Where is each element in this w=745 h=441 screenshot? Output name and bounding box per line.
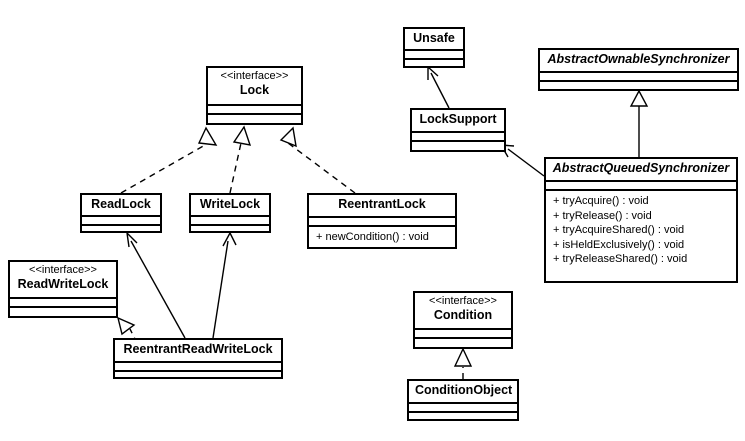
- class-operations-abstract-ownable-synchronizer: [540, 80, 737, 90]
- class-name-abstract-queued-synchronizer: AbstractQueuedSynchronizer: [552, 161, 730, 175]
- class-box-lock-support[interactable]: LockSupport: [410, 108, 506, 152]
- edge-rrwl-uses-readlock: [126, 232, 186, 339]
- operation-item: + newCondition() : void: [316, 231, 429, 243]
- class-attributes-reentrant-lock: [309, 216, 455, 225]
- class-attributes-write-lock: [191, 215, 269, 224]
- edge-aqs-uses-locksupport: [500, 144, 545, 177]
- operation-item: + isHeldExclusively() : void: [553, 238, 685, 251]
- edge-rrwl-uses-writelock: [212, 232, 237, 339]
- class-operations-lock: [208, 113, 301, 123]
- class-box-reentrant-read-write-lock[interactable]: ReentrantReadWriteLock: [113, 338, 283, 379]
- edge-conditionobject-implements-condition: [453, 347, 473, 379]
- class-box-abstract-ownable-synchronizer[interactable]: AbstractOwnableSynchronizer: [538, 48, 739, 91]
- class-box-condition-object[interactable]: ConditionObject: [407, 379, 519, 421]
- class-header-reentrant-lock: ReentrantLock: [309, 195, 455, 216]
- class-header-lock: <<interface>> Lock: [208, 68, 301, 104]
- class-header-condition-object: ConditionObject: [409, 381, 517, 402]
- class-name-read-lock: ReadLock: [91, 197, 151, 211]
- class-attributes-unsafe: [405, 49, 463, 58]
- operation-item: + tryAcquire() : void: [553, 195, 649, 207]
- class-box-unsafe[interactable]: Unsafe: [403, 27, 465, 68]
- edge-readlock-implements-lock: [120, 126, 218, 194]
- class-name-lock: Lock: [239, 83, 270, 97]
- class-operations-reentrant-read-write-lock: [115, 370, 281, 379]
- class-operations-lock-support: [412, 140, 504, 150]
- class-attributes-reentrant-read-write-lock: [115, 361, 281, 370]
- class-name-unsafe: Unsafe: [413, 31, 455, 45]
- class-header-read-lock: ReadLock: [82, 195, 160, 215]
- edge-aqs-extends-aos: [629, 89, 649, 157]
- class-stereotype-lock: <<interface>>: [220, 70, 289, 82]
- class-header-lock-support: LockSupport: [412, 110, 504, 131]
- edge-locksupport-uses-unsafe: [427, 66, 450, 109]
- class-header-read-write-lock: <<interface>> ReadWriteLock: [10, 262, 116, 297]
- class-header-reentrant-read-write-lock: ReentrantReadWriteLock: [115, 340, 281, 361]
- class-box-abstract-queued-synchronizer[interactable]: AbstractQueuedSynchronizer + tryAcquire(…: [544, 157, 738, 283]
- class-box-lock[interactable]: <<interface>> Lock: [206, 66, 303, 125]
- class-attributes-read-lock: [82, 215, 160, 224]
- class-name-lock-support: LockSupport: [419, 112, 497, 126]
- class-operations-write-lock: [191, 224, 269, 233]
- class-name-write-lock: WriteLock: [199, 197, 261, 211]
- edge-writelock-implements-lock: [229, 125, 252, 194]
- class-operations-abstract-queued-synchronizer: + tryAcquire() : void + tryRelease() : v…: [546, 189, 736, 271]
- operation-item: + tryReleaseShared() : void: [553, 253, 688, 265]
- class-box-condition[interactable]: <<interface>> Condition: [413, 291, 513, 349]
- class-header-write-lock: WriteLock: [191, 195, 269, 215]
- class-attributes-lock: [208, 104, 301, 113]
- class-name-condition-object: ConditionObject: [415, 383, 513, 397]
- class-name-read-write-lock: ReadWriteLock: [17, 277, 109, 291]
- class-name-condition: Condition: [433, 308, 493, 322]
- class-operations-read-lock: [82, 224, 160, 233]
- edge-reentrantlock-implements-lock: [279, 126, 356, 194]
- class-stereotype-condition: <<interface>>: [429, 295, 497, 307]
- class-name-abstract-ownable-synchronizer: AbstractOwnableSynchronizer: [547, 52, 730, 66]
- class-name-reentrant-read-write-lock: ReentrantReadWriteLock: [123, 342, 273, 356]
- class-box-reentrant-lock[interactable]: ReentrantLock + newCondition() : void: [307, 193, 457, 249]
- class-header-abstract-ownable-synchronizer: AbstractOwnableSynchronizer: [540, 50, 737, 71]
- class-box-read-lock[interactable]: ReadLock: [80, 193, 162, 233]
- class-attributes-abstract-queued-synchronizer: [546, 180, 736, 189]
- class-header-abstract-queued-synchronizer: AbstractQueuedSynchronizer: [546, 159, 736, 180]
- class-box-write-lock[interactable]: WriteLock: [189, 193, 271, 233]
- class-attributes-condition-object: [409, 402, 517, 411]
- class-box-read-write-lock[interactable]: <<interface>> ReadWriteLock: [8, 260, 118, 318]
- class-name-reentrant-lock: ReentrantLock: [338, 197, 426, 211]
- class-operations-reentrant-lock: + newCondition() : void: [309, 225, 455, 249]
- class-attributes-lock-support: [412, 131, 504, 140]
- class-operations-condition-object: [409, 411, 517, 420]
- class-operations-unsafe: [405, 58, 463, 67]
- class-header-condition: <<interface>> Condition: [415, 293, 511, 328]
- operation-item: + tryRelease() : void: [553, 209, 652, 222]
- class-attributes-condition: [415, 328, 511, 337]
- class-attributes-read-write-lock: [10, 297, 116, 306]
- operation-item: + tryAcquireShared() : void: [553, 224, 685, 236]
- class-attributes-abstract-ownable-synchronizer: [540, 71, 737, 80]
- class-operations-read-write-lock: [10, 306, 116, 316]
- class-stereotype-read-write-lock: <<interface>>: [29, 264, 97, 276]
- class-header-unsafe: Unsafe: [405, 29, 463, 49]
- class-operations-condition: [415, 337, 511, 347]
